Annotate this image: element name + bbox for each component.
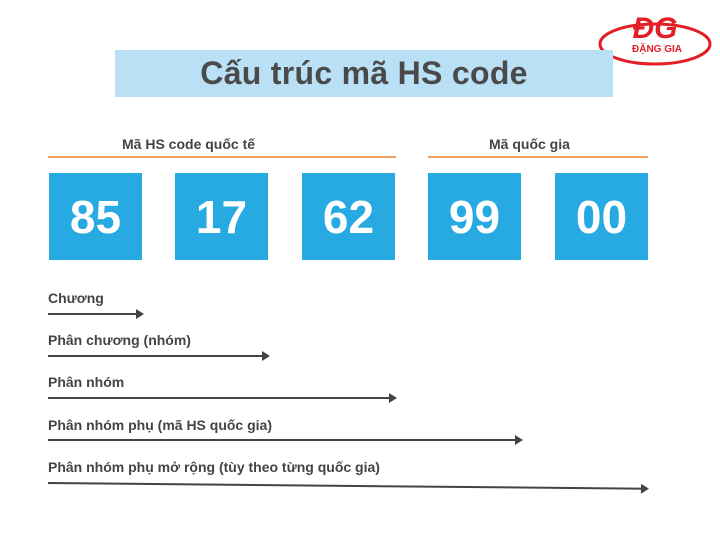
level-label-extended: Phân nhóm phụ mở rộng (tùy theo từng quố… (48, 459, 380, 475)
code-box-national-subheading: 99 (428, 173, 521, 260)
national-divider (428, 156, 648, 158)
dang-gia-logo: ĐG ĐẶNG GIA (598, 12, 712, 66)
arrow-chapter (48, 309, 144, 319)
international-code-label: Mã HS code quốc tế (122, 136, 256, 152)
arrow-extended (47, 482, 647, 490)
level-label-heading: Phân chương (nhóm) (48, 332, 191, 348)
level-label-chapter: Chương (48, 290, 104, 306)
level-label-national-subheading: Phân nhóm phụ (mã HS quốc gia) (48, 417, 272, 433)
code-digits: 00 (575, 190, 628, 243)
logo-text: ĐẶNG GIA (632, 42, 682, 55)
code-digits: 17 (195, 190, 248, 243)
code-box-extended: 00 (555, 173, 648, 260)
code-box-chapter: 85 (49, 173, 142, 260)
page-title: Cấu trúc mã HS code (200, 55, 528, 91)
international-divider (48, 156, 396, 158)
code-digits: 62 (322, 190, 375, 243)
code-box-heading: 17 (175, 173, 268, 260)
level-label-subheading: Phân nhóm (48, 374, 125, 390)
arrow-heading (48, 351, 270, 361)
national-code-label: Mã quốc gia (489, 136, 570, 152)
code-digits: 99 (448, 190, 501, 243)
arrow-national-subheading (48, 435, 523, 445)
logo-mark: ĐG (633, 12, 678, 45)
arrow-subheading (48, 393, 397, 403)
title-banner: Cấu trúc mã HS code (115, 50, 613, 97)
code-box-subheading: 62 (302, 173, 395, 260)
code-digits: 85 (69, 190, 122, 243)
